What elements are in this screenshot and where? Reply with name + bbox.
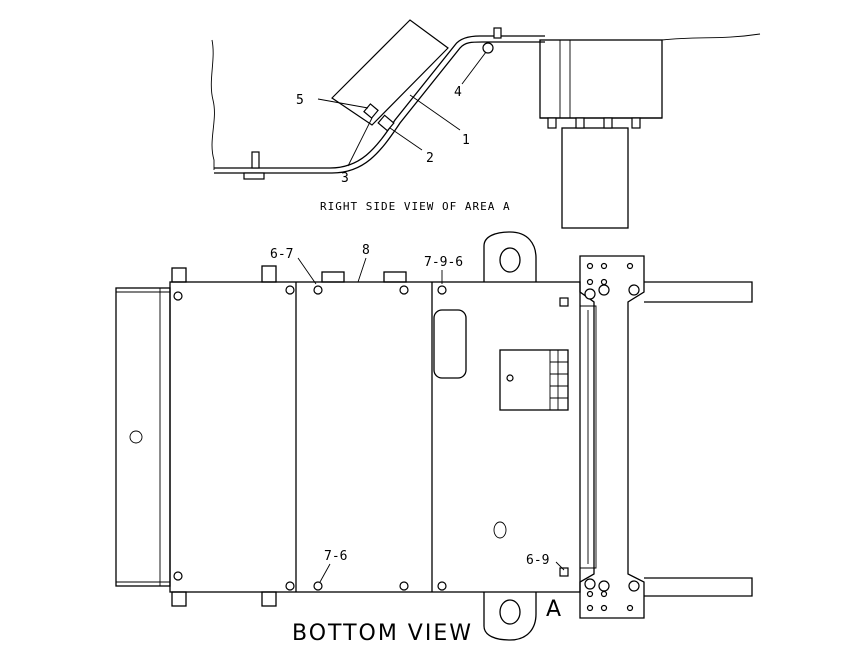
bolt-head <box>482 42 494 54</box>
callout-6-9: 6-9 <box>526 553 549 568</box>
mount-box <box>539 39 663 119</box>
bolt <box>251 151 260 169</box>
callout-1: 1 <box>462 133 470 148</box>
callout-5: 5 <box>296 93 304 108</box>
lifting-eye-top <box>483 231 537 282</box>
bottom-view: 6-7 8 7-9-6 7-6 6-9 A BOTTOM VIEW <box>115 231 753 646</box>
angled-panel <box>331 19 449 126</box>
callout-4: 4 <box>454 85 462 100</box>
mount-block <box>561 127 629 229</box>
cross-member <box>579 255 645 619</box>
callout-6-7: 6-7 <box>270 247 293 262</box>
break-line <box>210 39 215 170</box>
side-view-caption: RIGHT SIDE VIEW OF AREA A <box>320 200 511 213</box>
base-plate <box>214 35 545 169</box>
area-a-label: A <box>546 597 563 622</box>
callout-8: 8 <box>362 243 370 258</box>
bracket <box>377 114 395 132</box>
callout-7-9-6: 7-9-6 <box>424 255 463 270</box>
side-view: 5 1 2 3 4 RIGHT SIDE VIEW OF AREA A <box>210 19 761 229</box>
bottom-view-caption: BOTTOM VIEW <box>292 621 473 646</box>
label-plate <box>499 349 569 411</box>
slot <box>433 309 467 379</box>
main-frame <box>169 281 581 593</box>
bolt <box>493 27 502 39</box>
callout-3: 3 <box>341 171 349 186</box>
callout-2: 2 <box>426 151 434 166</box>
end-cap <box>115 287 171 587</box>
bolt-nut <box>243 172 265 180</box>
lifting-eye-bottom <box>483 592 537 641</box>
callout-7-6: 7-6 <box>324 549 347 564</box>
